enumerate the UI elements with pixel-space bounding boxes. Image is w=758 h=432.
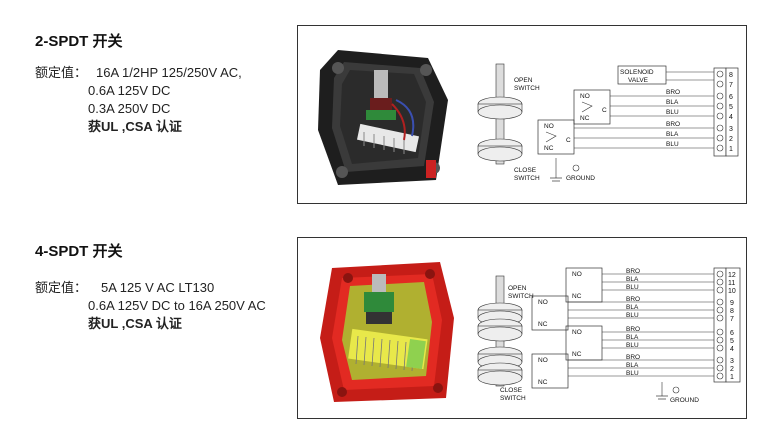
- svg-text:11: 11: [728, 280, 735, 287]
- svg-text:4: 4: [729, 114, 733, 121]
- svg-text:BLU: BLU: [626, 312, 639, 319]
- svg-text:BRO: BRO: [626, 268, 640, 275]
- svg-text:BRO: BRO: [626, 326, 640, 333]
- rating-label: 额定值：: [35, 65, 88, 80]
- svg-text:BLU: BLU: [666, 109, 679, 116]
- svg-text:BRO: BRO: [666, 89, 680, 96]
- ground-label: GROUND: [566, 175, 595, 182]
- svg-text:BLU: BLU: [626, 370, 639, 377]
- rating-line: 16A 1/2HP 125/250V AC,: [96, 65, 242, 80]
- svg-text:NO: NO: [538, 299, 548, 306]
- svg-text:BLU: BLU: [666, 141, 679, 148]
- svg-text:1: 1: [730, 374, 734, 381]
- svg-text:NO: NO: [538, 357, 548, 364]
- svg-text:BLU: BLU: [626, 284, 639, 291]
- svg-text:NC: NC: [572, 293, 582, 300]
- svg-text:8: 8: [730, 308, 734, 315]
- svg-text:BLA: BLA: [626, 334, 639, 341]
- svg-text:NC: NC: [544, 145, 554, 152]
- svg-text:NC: NC: [580, 115, 590, 122]
- enclosure-photo: [320, 262, 454, 402]
- svg-text:BRO: BRO: [626, 296, 640, 303]
- svg-text:9: 9: [730, 300, 734, 307]
- ground-label: GROUND: [670, 397, 699, 404]
- section-2spdt: 2-SPDT 开关 额定值： 16A 1/2HP 125/250V AC, 0.…: [0, 0, 758, 215]
- rating-label: 额定值：: [35, 280, 88, 295]
- svg-text:1: 1: [729, 146, 733, 153]
- svg-text:NO: NO: [572, 329, 582, 336]
- svg-text:5: 5: [730, 338, 734, 345]
- svg-text:C: C: [566, 137, 571, 144]
- svg-text:NC: NC: [572, 351, 582, 358]
- svg-text:6: 6: [730, 330, 734, 337]
- svg-text:2: 2: [729, 136, 733, 143]
- svg-text:7: 7: [729, 82, 733, 89]
- svg-text:BRO: BRO: [666, 121, 680, 128]
- svg-text:BLA: BLA: [666, 131, 679, 138]
- rating-line: 0.6A 125V DC to 16A 250V AC: [88, 298, 266, 313]
- svg-text:NO: NO: [544, 123, 554, 130]
- svg-text:3: 3: [729, 126, 733, 133]
- svg-text:NO: NO: [580, 93, 590, 100]
- enclosure-photo: [318, 50, 448, 185]
- svg-text:BLU: BLU: [626, 342, 639, 349]
- rating-line: 0.6A 125V DC: [88, 83, 171, 98]
- svg-text:8: 8: [729, 72, 733, 79]
- section-title: 4-SPDT 开关: [35, 243, 123, 260]
- certification: 获UL ,CSA 认证: [88, 316, 182, 331]
- svg-text:NO: NO: [572, 271, 582, 278]
- svg-text:SOLENOID: SOLENOID: [620, 69, 654, 76]
- certification: 获UL ,CSA 认证: [88, 119, 182, 134]
- svg-text:3: 3: [730, 358, 734, 365]
- svg-text:NC: NC: [538, 379, 548, 386]
- svg-text:BRO: BRO: [626, 354, 640, 361]
- rating-line: 5A 125 V AC LT130: [101, 280, 215, 295]
- svg-text:5: 5: [729, 104, 733, 111]
- section-4spdt: 4-SPDT 开关 额定值： 5A 125 V AC LT130 0.6A 12…: [0, 215, 758, 432]
- svg-text:12: 12: [728, 272, 736, 279]
- svg-text:VALVE: VALVE: [628, 77, 649, 84]
- svg-text:NC: NC: [538, 321, 548, 328]
- svg-text:BLA: BLA: [626, 362, 639, 369]
- svg-text:2: 2: [730, 366, 734, 373]
- svg-text:BLA: BLA: [626, 276, 639, 283]
- svg-text:10: 10: [728, 288, 736, 295]
- svg-text:6: 6: [729, 94, 733, 101]
- svg-text:BLA: BLA: [666, 99, 679, 106]
- rating-line: 0.3A 250V DC: [88, 101, 171, 116]
- svg-text:4: 4: [730, 346, 734, 353]
- section-title: 2-SPDT 开关: [35, 33, 123, 50]
- svg-text:BLA: BLA: [626, 304, 639, 311]
- svg-text:C: C: [602, 107, 607, 114]
- svg-text:7: 7: [730, 316, 734, 323]
